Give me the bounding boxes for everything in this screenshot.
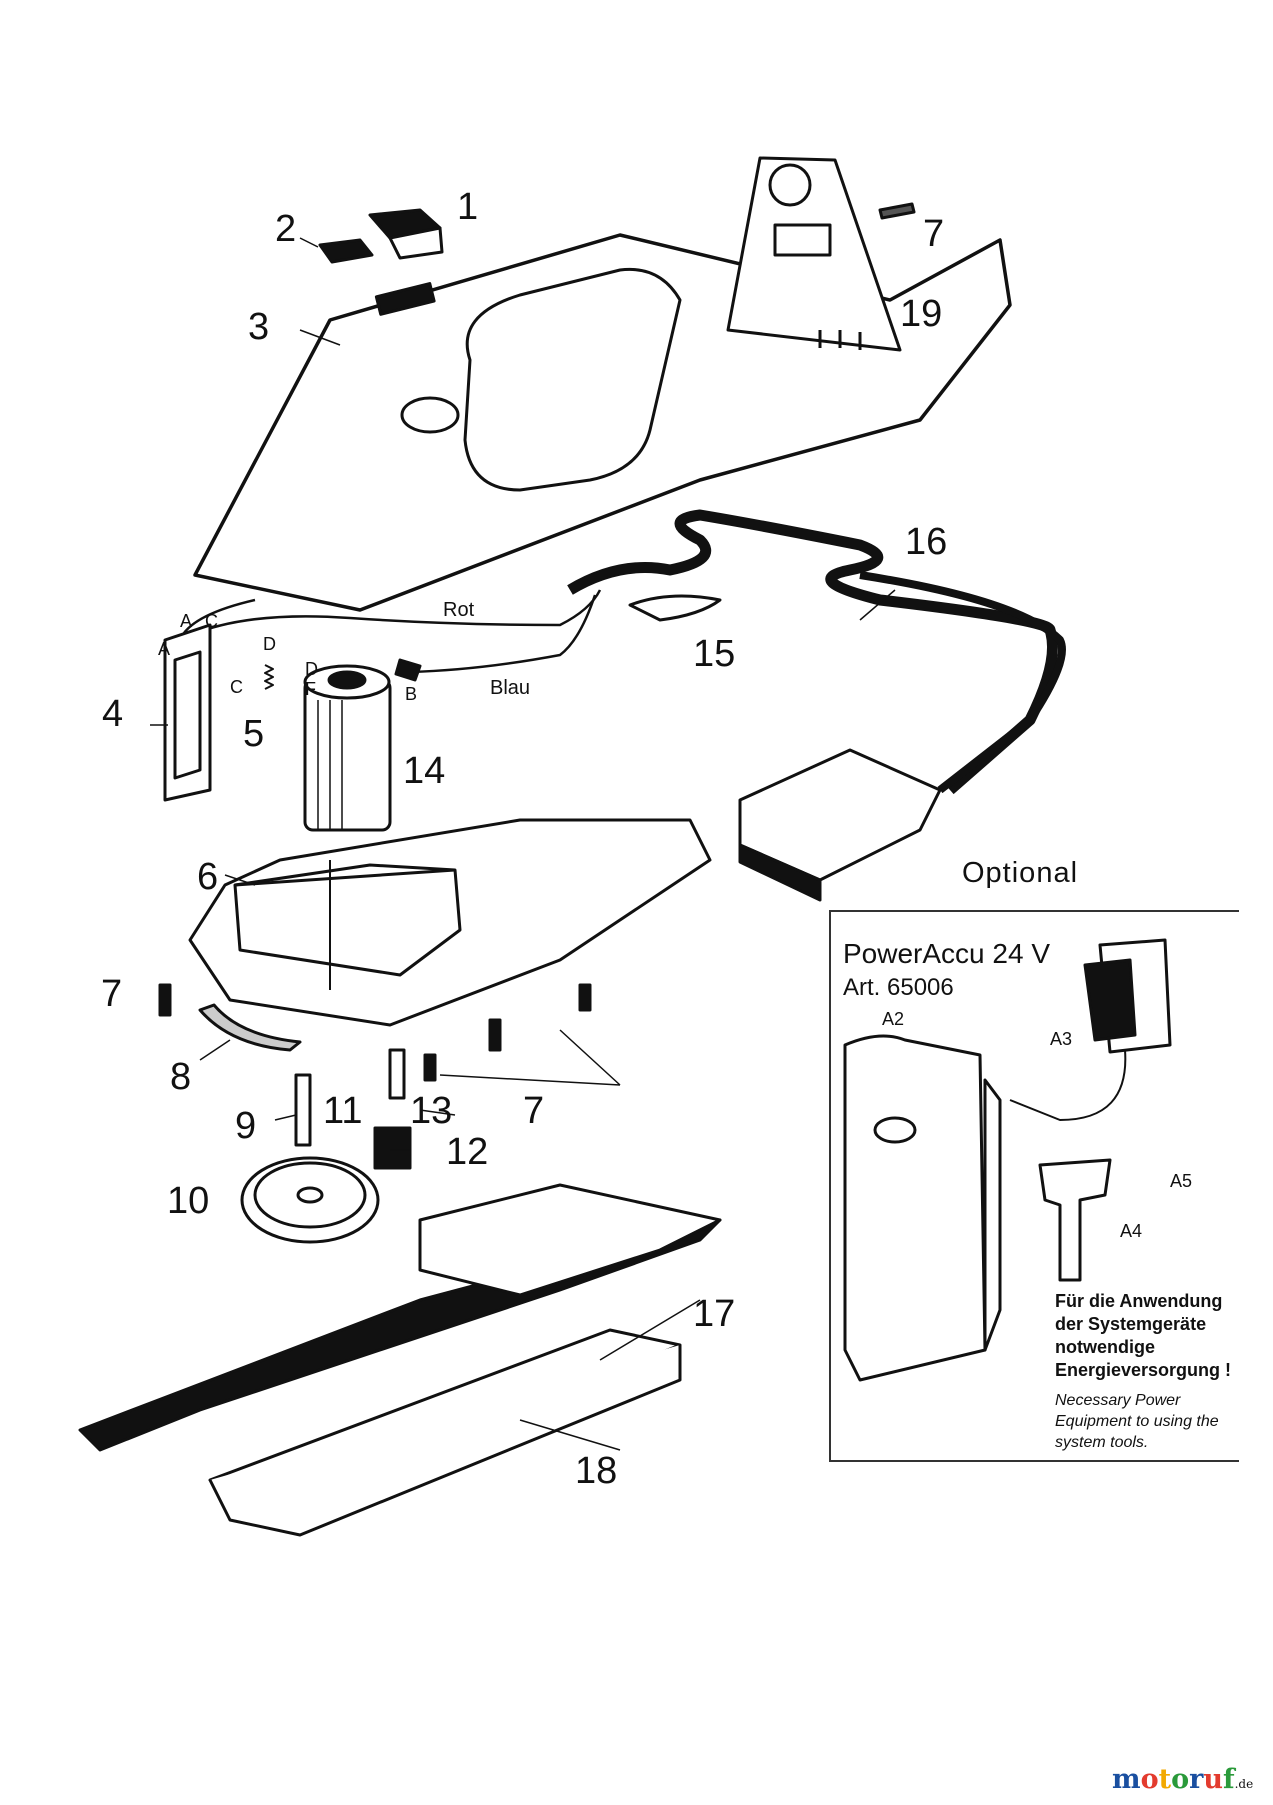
callout-18: 18 — [575, 1450, 618, 1492]
callout-2: 2 — [275, 208, 297, 250]
callout-16: 16 — [905, 521, 948, 563]
wire-red — [178, 589, 602, 642]
part-8-seal — [198, 1003, 302, 1052]
optional-heading: Optional — [962, 857, 1079, 889]
housing-slot — [374, 282, 436, 316]
callout-14: 14 — [403, 750, 446, 792]
label-a3: A3 — [1050, 1029, 1073, 1049]
letter-d-1: D — [263, 634, 276, 654]
screw-7a — [158, 983, 172, 1017]
callout-13: 13 — [410, 1090, 453, 1132]
screw-7c — [488, 1018, 502, 1052]
callout-17: 17 — [693, 1293, 736, 1335]
callout-7-bottom: 7 — [523, 1090, 545, 1132]
callout-12: 12 — [446, 1131, 489, 1173]
label-a5: A5 — [1170, 1171, 1193, 1191]
watermark-text: motoruf — [1112, 1764, 1235, 1795]
label-a2: A2 — [882, 1009, 905, 1029]
callout-9: 9 — [235, 1105, 257, 1147]
watermark-logo: motoruf.de — [1112, 1764, 1253, 1795]
callout-10: 10 — [167, 1180, 210, 1222]
part-5-spring — [264, 664, 274, 690]
optional-box — [829, 910, 1239, 1462]
watermark-suffix: .de — [1234, 1777, 1254, 1791]
part-15 — [628, 594, 722, 622]
handle-a4 — [1038, 1158, 1112, 1282]
product-title: PowerAccu 24 V — [843, 938, 1050, 969]
wire-blue — [409, 594, 597, 674]
letter-a-1: A — [180, 611, 193, 631]
screw-7d — [423, 1053, 437, 1082]
letter-f: F — [305, 679, 316, 699]
note-english: Necessary Power Equipment to using the s… — [1055, 1392, 1219, 1451]
callout-5: 5 — [243, 713, 265, 755]
part-13-pin — [388, 1048, 406, 1100]
housing-window — [463, 267, 682, 492]
callout-6: 6 — [197, 856, 219, 898]
charger-cable — [1009, 1049, 1127, 1121]
brill-logo-housing — [400, 396, 460, 434]
wire-label-red: Rot — [443, 599, 475, 621]
callout-11: 11 — [323, 1090, 363, 1132]
letter-d-2: D — [305, 659, 318, 679]
part-9-pin — [294, 1073, 312, 1147]
label-a4: A4 — [1120, 1221, 1143, 1241]
callout-15: 15 — [693, 633, 736, 675]
callout-19: 19 — [900, 293, 943, 335]
part-12-gear — [373, 1126, 412, 1170]
letter-c-1: C — [205, 611, 218, 631]
callout-7-top: 7 — [923, 213, 945, 255]
brill-logo-pack — [873, 1116, 917, 1144]
wire-label-blue: Blau — [490, 677, 531, 699]
note-german: Für die Anwendung der Systemgeräte notwe… — [1055, 1291, 1232, 1380]
article-number: Art. 65006 — [843, 974, 954, 1001]
callout-4: 4 — [102, 693, 124, 735]
letter-c-2: C — [230, 677, 243, 697]
part-16-cable — [567, 509, 1058, 795]
callout-8: 8 — [170, 1056, 192, 1098]
letter-a-2: A — [158, 639, 171, 659]
screw-7b — [578, 983, 592, 1012]
callout-1: 1 — [457, 186, 479, 228]
callout-7-left: 7 — [101, 973, 123, 1015]
part-2-button — [318, 238, 374, 264]
callout-3: 3 — [248, 306, 270, 348]
letter-b: B — [405, 684, 418, 704]
